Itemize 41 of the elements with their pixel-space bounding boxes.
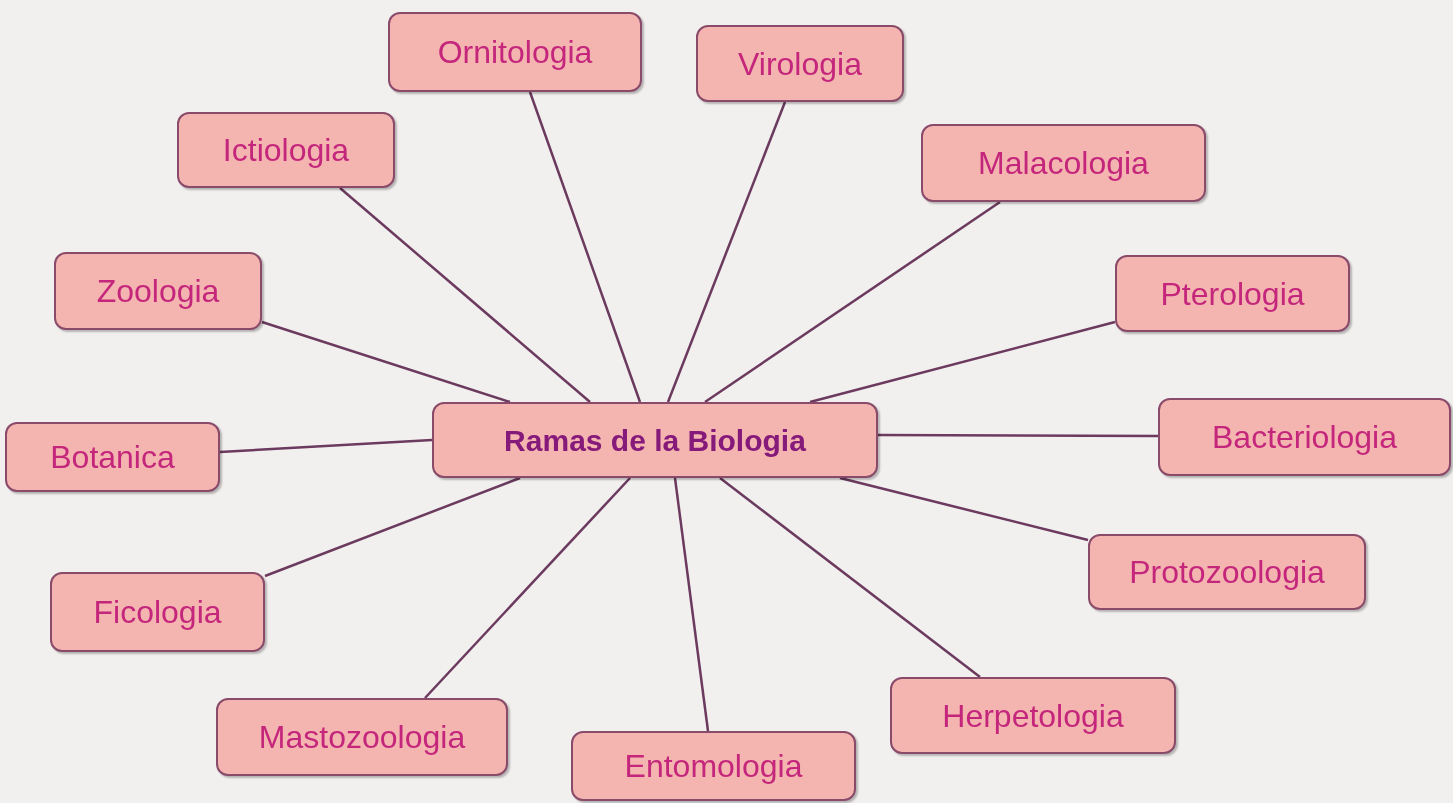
connector-line xyxy=(666,101,787,403)
connector-line xyxy=(719,477,981,678)
connector-line xyxy=(839,476,1089,542)
topic-label: Mastozoologia xyxy=(258,718,466,757)
connector-line xyxy=(264,476,521,578)
central-topic-label: Ramas de la Biologia xyxy=(504,422,806,459)
topic-box xyxy=(921,124,1206,202)
topic-label: Protozoologia xyxy=(1129,553,1325,592)
topic-box xyxy=(177,112,395,188)
topic-box xyxy=(54,252,262,330)
topic-box xyxy=(1088,534,1366,610)
topic-label: Ictiologia xyxy=(222,131,350,170)
topic-box xyxy=(571,731,856,801)
connector-line xyxy=(261,320,511,404)
connector-line xyxy=(424,477,631,699)
connector-line xyxy=(809,320,1116,404)
central-topic-box xyxy=(432,402,878,478)
topic-box xyxy=(696,25,904,102)
topic-label: Bacteriologia xyxy=(1212,418,1397,457)
connector-line xyxy=(878,433,1158,438)
topic-box xyxy=(216,698,508,776)
topic-label: Malacologia xyxy=(978,144,1149,183)
topic-label: Herpetologia xyxy=(942,696,1124,736)
topic-label: Entomologia xyxy=(624,747,803,786)
topic-box xyxy=(890,677,1176,754)
topic-label: Virologia xyxy=(738,44,862,84)
topic-box xyxy=(1158,398,1451,476)
connector-line xyxy=(339,187,591,403)
connector-line xyxy=(528,91,642,403)
connector-line xyxy=(219,438,433,454)
topic-box xyxy=(1115,255,1350,332)
topic-box xyxy=(388,12,642,92)
topic-label: Ficologia xyxy=(93,593,222,632)
connector-line xyxy=(673,477,710,732)
topic-label: Ornitologia xyxy=(437,33,593,72)
topic-label: Botanica xyxy=(50,438,175,477)
topic-box xyxy=(5,422,220,492)
connector-line xyxy=(704,200,1001,404)
topic-label: Pterologia xyxy=(1160,274,1305,314)
topic-box xyxy=(50,572,265,652)
topic-label: Zoologia xyxy=(96,272,220,311)
